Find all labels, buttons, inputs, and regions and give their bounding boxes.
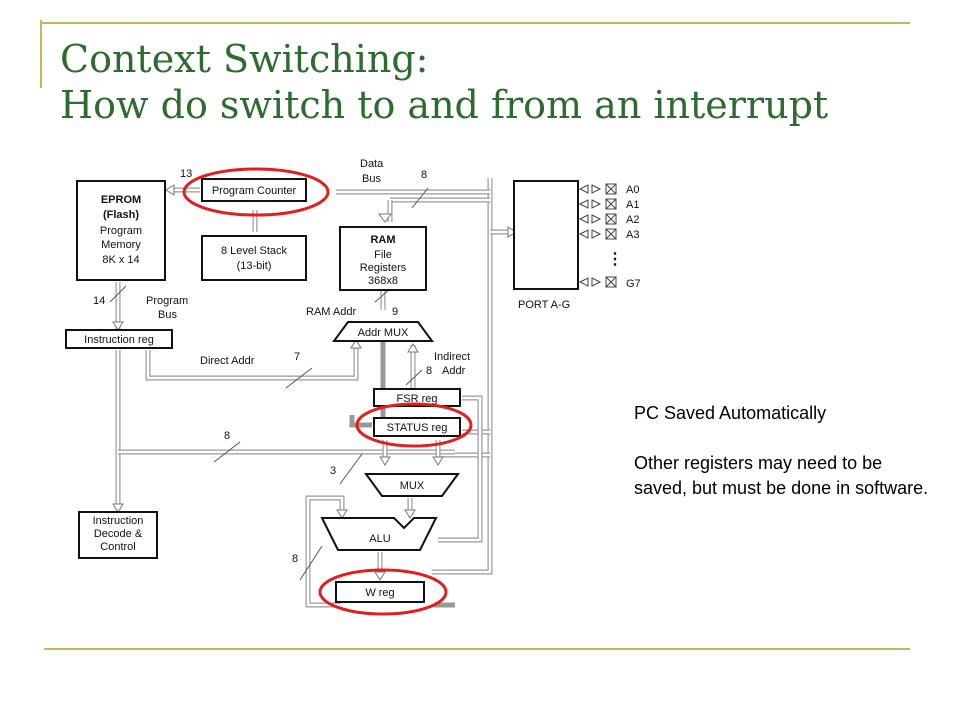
pin-label-a2: A2 <box>626 214 639 226</box>
width-direct-addr: 7 <box>294 351 300 363</box>
port-block: PORT A-G <box>513 180 579 311</box>
w-reg-label: W reg <box>365 587 394 599</box>
port-pins <box>578 183 617 288</box>
stack-line-1: 8 Level Stack <box>221 245 288 257</box>
program-counter-highlight <box>182 167 330 217</box>
pin-a1 <box>578 198 617 210</box>
pin-a2 <box>578 213 617 225</box>
w-reg-highlight <box>318 568 448 616</box>
ram-block: RAM File Registers 368x8 <box>339 226 427 291</box>
data-bus-label-1: Data <box>360 158 384 170</box>
ram-line-3: Registers <box>360 262 407 274</box>
ram-addr-label: RAM Addr <box>306 306 356 318</box>
instruction-reg-block: Instruction reg <box>65 329 173 349</box>
note-pc-saved: PC Saved Automatically <box>634 403 827 423</box>
mux-label: MUX <box>400 480 425 492</box>
instruction-decode-block: Instruction Decode & Control <box>78 511 158 559</box>
bus-width-marks <box>109 187 429 581</box>
fsr-reg-label: FSR reg <box>397 393 438 405</box>
program-bus-label-1: Program <box>146 295 188 307</box>
program-counter-label: Program Counter <box>212 185 297 197</box>
pin-label-a0: A0 <box>626 184 639 196</box>
top-rule <box>40 22 910 24</box>
fsr-reg-block: FSR reg <box>373 388 461 407</box>
wire-arrowheads <box>112 184 517 581</box>
width-data-bus: 8 <box>421 169 427 181</box>
width-pc: 13 <box>180 168 192 180</box>
decode-line-3: Control <box>100 541 135 553</box>
pin-label-a3: A3 <box>626 229 639 241</box>
addr-mux-label: Addr MUX <box>358 327 409 339</box>
program-bus-label-2: Bus <box>158 309 177 321</box>
slide-title: Context Switching: How do switch to and … <box>60 36 940 128</box>
alu-label: ALU <box>369 533 390 545</box>
eprom-block: EPROM (Flash) Program Memory 8K x 14 <box>76 180 166 281</box>
eprom-line-5: 8K x 14 <box>102 254 139 266</box>
eprom-line-2: (Flash) <box>103 209 139 221</box>
eprom-line-1: EPROM <box>101 194 141 206</box>
ram-line-4: 368x8 <box>368 275 398 287</box>
ram-line-2: File <box>374 249 392 261</box>
width-indirect-addr: 8 <box>426 365 432 377</box>
alu-block: ALU <box>320 517 438 551</box>
port-label: PORT A-G <box>518 299 570 311</box>
pin-a0 <box>578 183 617 195</box>
indirect-addr-label-1: Indirect <box>434 351 470 363</box>
pin-a3 <box>578 228 617 240</box>
pin-label-g7: G7 <box>626 278 641 290</box>
left-rule <box>40 20 42 88</box>
data-bus-wires <box>336 178 512 608</box>
data-bus-label-2: Bus <box>362 173 381 185</box>
status-reg-label: STATUS reg <box>387 422 448 434</box>
pin-label-a1: A1 <box>626 199 639 211</box>
stack-line-2: (13-bit) <box>237 260 272 272</box>
instruction-reg-label: Instruction reg <box>84 334 154 346</box>
addr-mux-block: Addr MUX <box>332 321 434 342</box>
width-alu-w: 8 <box>292 553 298 565</box>
notes-text: PC Saved Automatically Other registers m… <box>634 401 934 501</box>
pin-g7 <box>578 276 617 288</box>
width-internal: 8 <box>224 430 230 442</box>
direct-addr-label: Direct Addr <box>200 355 255 367</box>
note-other-registers: Other registers may need to be saved, bu… <box>634 453 929 498</box>
title-line-1: Context Switching: <box>60 37 429 81</box>
wire-labels: Data Bus Program Bus RAM Addr Direct Add… <box>93 158 470 565</box>
ram-line-1: RAM <box>370 234 395 246</box>
eprom-line-4: Memory <box>101 239 141 251</box>
indirect-addr-label-2: Addr <box>442 365 466 377</box>
width-mux-in: 3 <box>330 465 336 477</box>
stack-block: 8 Level Stack (13-bit) <box>201 235 307 281</box>
width-program-bus: 14 <box>93 295 105 307</box>
program-counter-block: Program Counter <box>201 178 307 202</box>
pin-ellipsis: ⋮ <box>607 251 623 268</box>
status-reg-highlight <box>355 402 473 448</box>
decode-line-1: Instruction <box>93 515 144 527</box>
w-reg-block: W reg <box>335 581 425 603</box>
mux-block: MUX <box>364 473 460 497</box>
eprom-line-3: Program <box>100 225 142 237</box>
width-ram-addr: 9 <box>392 306 398 318</box>
decode-line-2: Decode & <box>94 528 143 540</box>
title-line-2: How do switch to and from an interrupt <box>60 83 829 127</box>
bottom-rule <box>44 648 910 650</box>
status-reg-block: STATUS reg <box>373 417 461 437</box>
